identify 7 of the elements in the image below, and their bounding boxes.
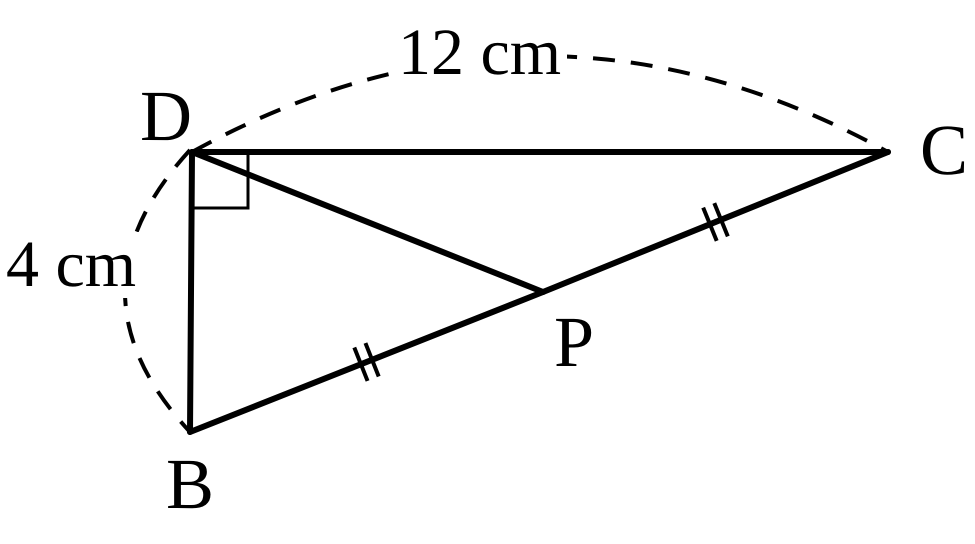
vertex-label: B (152, 432, 228, 520)
vertex-label: D (118, 92, 192, 152)
line-segment (189, 149, 546, 295)
line-segment (187, 289, 546, 435)
vertex-label: C (888, 112, 968, 188)
line-segment (540, 149, 891, 295)
vertex-label: P (543, 292, 605, 378)
